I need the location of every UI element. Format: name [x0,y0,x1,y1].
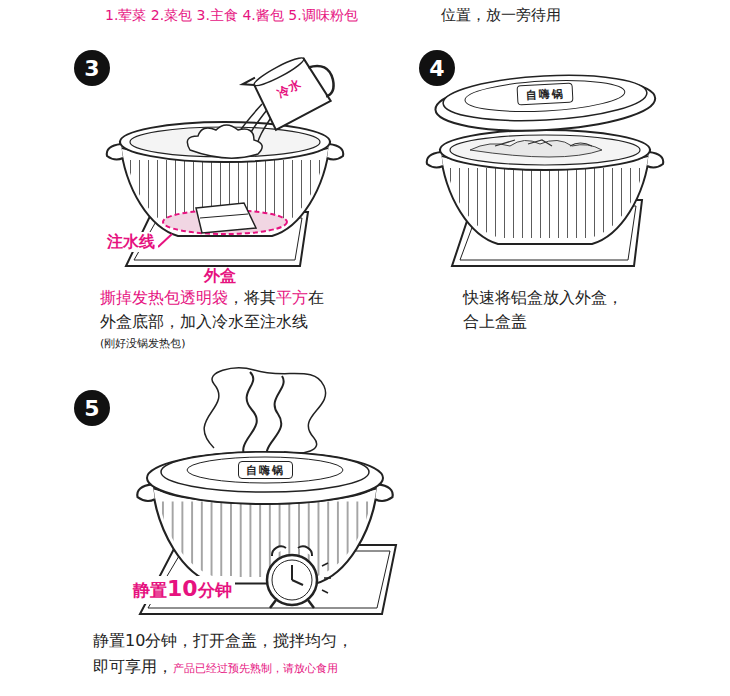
lid-logo: 自嗨锅 [238,461,293,479]
text-block: 冷水 [274,68,317,102]
instruction-text: 产品已经过预先熟制，请放心食用 [173,662,338,675]
brand-logo-text: 自嗨锅 [246,463,285,478]
text-block: 撕掉发热包透明袋，将其平方在外盒底部，加入冷水至注水线 [100,286,332,334]
text-block: 快速将铝盒放入外盒，合上盒盖 [463,286,631,334]
instruction-text: 静置 [133,580,167,600]
step-number: 3 [84,56,99,81]
text-block: 注水线 [104,232,158,252]
instruction-text: 外盒 [204,266,236,285]
text-block: 静置10分钟，打开盒盖，搅拌均匀，即可享用，产品已经过预先熟制，请放心食用 [93,628,363,682]
step-circle: 4 [419,50,455,86]
instruction-text: ，将其 [228,288,276,307]
text-block: 位置，放一旁待用 [441,4,641,26]
step-number: 5 [84,396,99,421]
instruction-text: 撕掉发热包透明袋 [100,288,228,307]
instruction-text: 位置，放一旁待用 [441,6,561,24]
step-circle: 3 [74,50,110,86]
brand-logo-text: 自嗨锅 [525,85,565,102]
instruction-text: 注水线 [107,232,155,251]
instruction-text: 快速将铝盒放入外盒，合上盒盖 [463,288,623,331]
instruction-text: 1.荤菜 2.菜包 3.主食 4.酱包 5.调味粉包 [105,7,358,23]
text-block: 静置10分钟 [130,576,235,604]
instruction-text: 10 [167,576,198,601]
instruction-text: 分钟 [198,580,232,600]
text-block: 1.荤菜 2.菜包 3.主食 4.酱包 5.调味粉包 [105,4,425,26]
lid-logo: 自嗨锅 [517,83,574,106]
step-circle: 5 [74,390,110,426]
step-number: 4 [429,56,444,81]
text-block: 外盒 [204,266,254,286]
instruction-text: 冷水 [275,77,303,101]
text-block: (刚好没锅发热包) [100,334,300,352]
instruction-text: (刚好没锅发热包) [100,337,186,350]
instruction-text: 平方 [276,288,308,307]
